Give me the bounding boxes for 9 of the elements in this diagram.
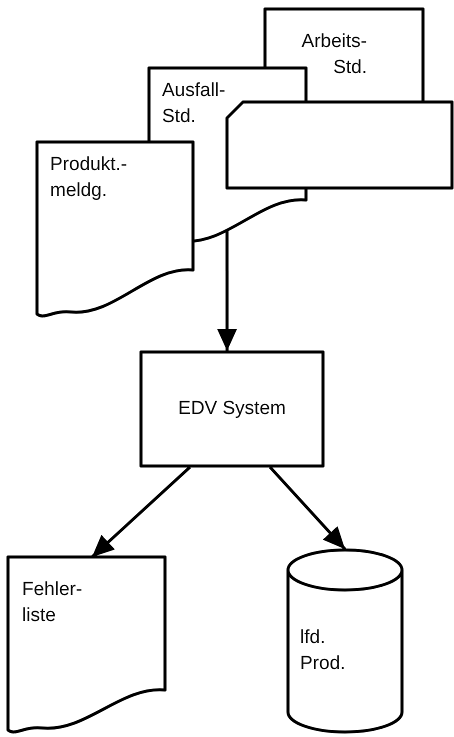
node-label: Arbeits- Std. (300, 30, 367, 80)
node-label: lfd. Prod. (300, 626, 346, 676)
arrow (268, 466, 346, 550)
arrow (90, 466, 191, 558)
node-label: Ausfall- Std. (162, 79, 226, 129)
node-label: Fehler- liste (22, 578, 84, 628)
arrow (217, 230, 238, 351)
node-label: Produkt.- meldg. (50, 153, 128, 203)
node-label: EDV System (177, 397, 287, 421)
